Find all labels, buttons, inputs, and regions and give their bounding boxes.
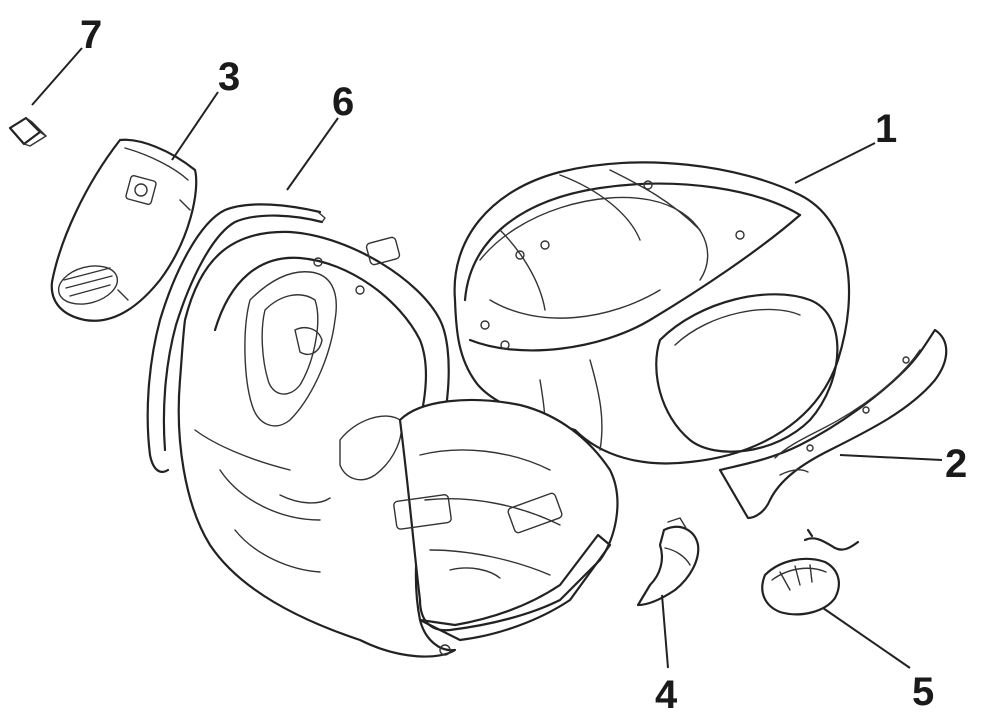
leader-line-3 (171, 91, 219, 161)
part-3-front-horn-cover (50, 138, 198, 322)
callout-number-6: 6 (332, 80, 354, 124)
part-7-small-clip (8, 116, 47, 147)
leader-lines (31, 47, 943, 669)
part-4-small-bracket-cover (636, 517, 700, 607)
callout-number-1: 1 (875, 107, 897, 151)
callout-number-5: 5 (912, 670, 934, 714)
leader-line-1 (794, 142, 876, 184)
leader-line-7 (31, 47, 83, 106)
part-6-leg-shield-edge-trim (146, 203, 326, 473)
part-floor-tunnel (393, 398, 619, 656)
callout-number-7: 7 (80, 13, 102, 57)
leader-line-2 (839, 454, 943, 461)
callout-numbers: 1 2 3 4 5 6 7 (80, 13, 967, 717)
callout-number-4: 4 (655, 673, 678, 717)
part-front-legshield-frame (177, 230, 457, 658)
leader-line-5 (822, 607, 911, 669)
callout-number-2: 2 (945, 442, 967, 486)
leader-line-6 (286, 117, 339, 191)
part-1-rear-body-shell (453, 161, 851, 465)
part-2-side-trim-strip (718, 328, 948, 520)
leader-line-4 (661, 594, 669, 669)
part-5-rear-hook-cover (761, 528, 860, 616)
callout-number-3: 3 (218, 55, 240, 99)
